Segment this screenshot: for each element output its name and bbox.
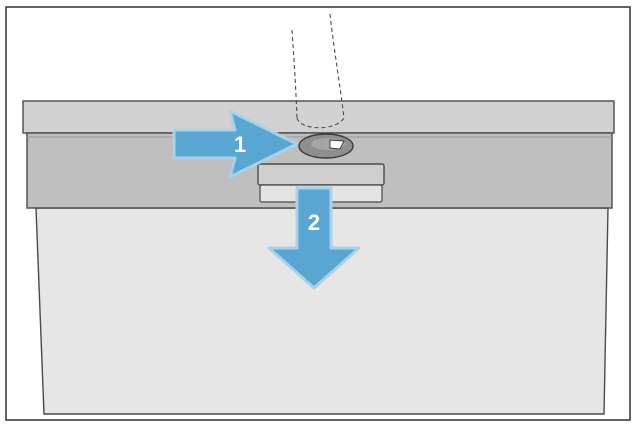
- step-1-label: 1: [234, 132, 246, 157]
- push-right-arrow: [172, 109, 299, 179]
- finger-pointer-icon: [291, 13, 345, 129]
- step-2-arrow: 2: [267, 186, 361, 290]
- step-1-arrow: 1: [172, 109, 299, 179]
- release-button-icon[interactable]: [298, 133, 354, 159]
- step-2-label: 2: [308, 210, 320, 235]
- pull-down-arrow: [267, 186, 361, 290]
- door-handle-icon[interactable]: [257, 163, 385, 203]
